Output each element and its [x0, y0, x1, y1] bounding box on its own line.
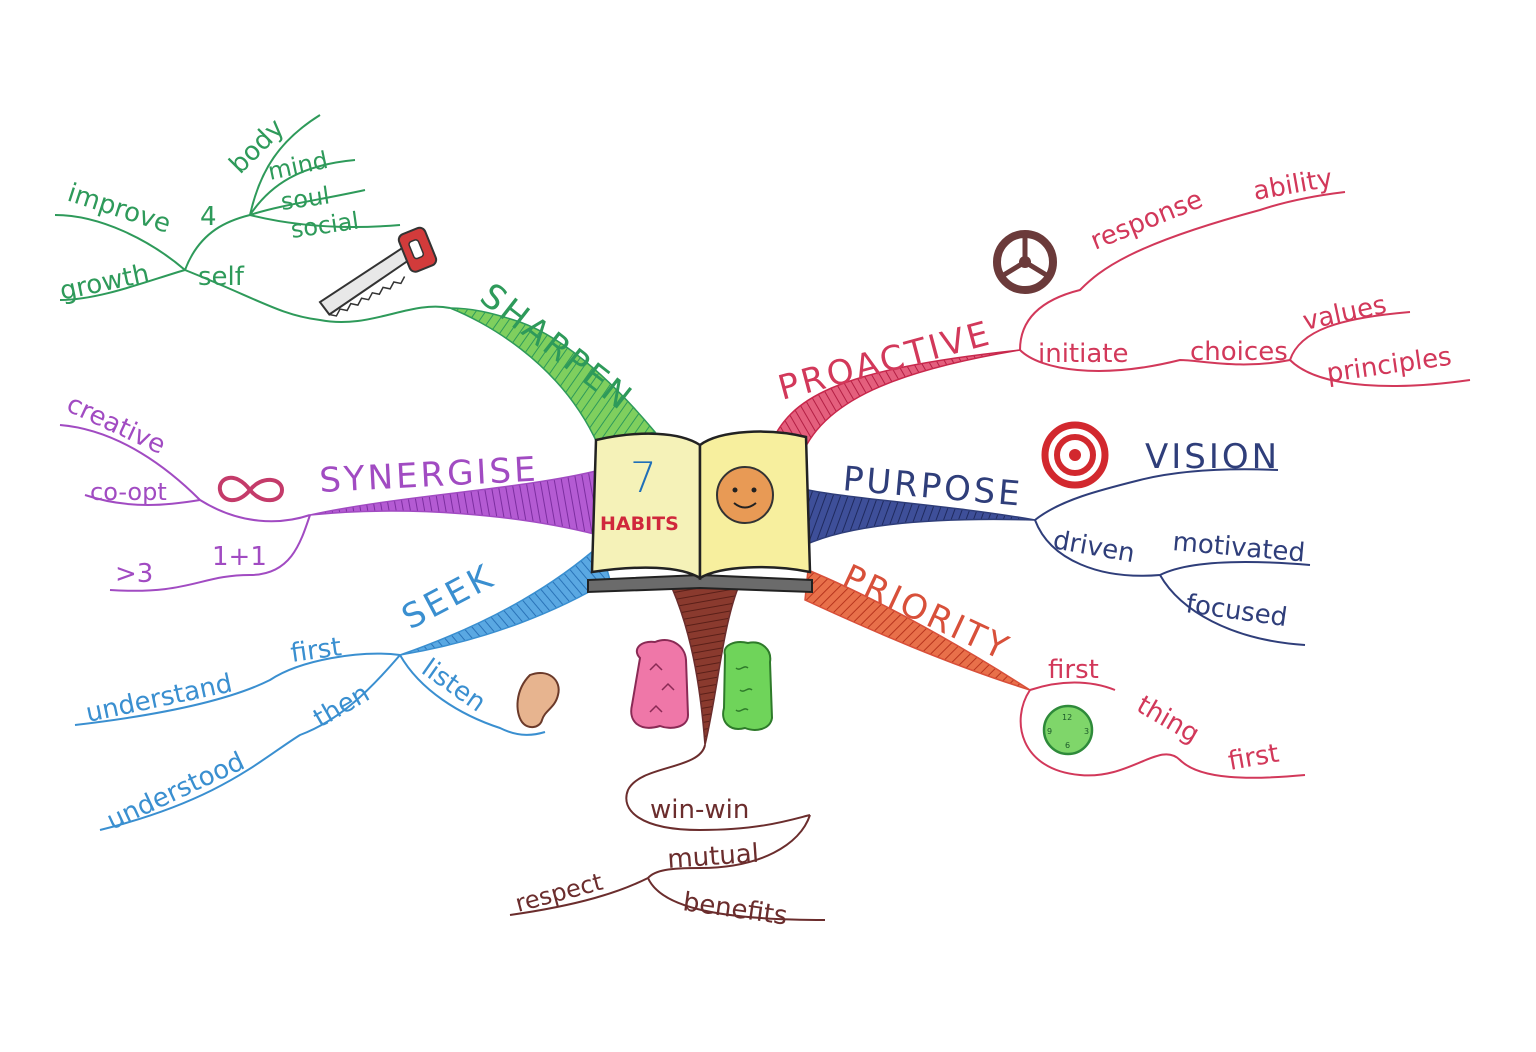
seek-lines	[74, 652, 546, 831]
winwin-benefits: benefits	[681, 887, 789, 931]
winwin-title: win-win	[650, 795, 749, 825]
seek-understood: understood	[102, 747, 249, 837]
svg-text:12: 12	[1062, 713, 1072, 722]
proactive-ability: ability	[1251, 164, 1335, 207]
saw-icon	[318, 226, 438, 317]
svg-text:3: 3	[1084, 727, 1089, 736]
ear-icon	[516, 672, 560, 728]
proactive-principles: principles	[1325, 342, 1454, 389]
brain-left-icon	[630, 639, 690, 729]
sharpen-branch	[449, 307, 657, 446]
sharpen-self: self	[198, 262, 245, 292]
clock-icon: 12 9 3 6	[1042, 704, 1094, 756]
synergise-lines	[59, 424, 311, 592]
purpose-branch	[804, 489, 1036, 547]
winwin-mutual: mutual	[666, 839, 760, 875]
svg-text:6: 6	[1065, 741, 1070, 750]
synergise-oneplusone: 1+1	[212, 542, 267, 572]
priority-thing: thing	[1132, 690, 1205, 749]
infinity-icon	[217, 476, 285, 503]
winwin-respect: respect	[512, 868, 605, 918]
sharpen-title: SHARPEN	[472, 276, 640, 420]
sharpen-lines	[54, 114, 451, 324]
priority-lines	[1019, 681, 1306, 779]
center-label: HABITS	[600, 513, 679, 535]
book-icon	[587, 430, 813, 594]
synergise-gt3: >3	[115, 559, 153, 589]
proactive-choices: choices	[1190, 337, 1288, 367]
winwin-lines	[509, 744, 826, 921]
seek-then: then	[309, 679, 375, 735]
smiley-face-icon	[716, 466, 774, 524]
winwin-branch	[670, 587, 740, 746]
sharpen-mind: mind	[265, 146, 330, 186]
purpose-motivated: motivated	[1171, 527, 1306, 568]
synergise-creative: creative	[62, 389, 170, 461]
synergise-coopt: co-opt	[90, 478, 167, 506]
target-icon	[1041, 421, 1109, 489]
priority-first2: first	[1226, 739, 1281, 777]
steering-wheel-icon	[993, 230, 1057, 294]
proactive-response: response	[1086, 184, 1207, 256]
svg-text:9: 9	[1047, 727, 1052, 736]
purpose-vision: VISION	[1145, 437, 1280, 477]
proactive-values: values	[1300, 290, 1389, 337]
synergise-branch	[309, 469, 601, 536]
proactive-lines	[1019, 191, 1471, 387]
purpose-lines	[1034, 468, 1311, 646]
seek-listen: listen	[416, 653, 491, 718]
purpose-driven: driven	[1051, 525, 1137, 569]
priority-first: first	[1048, 655, 1099, 685]
center-number: 7	[630, 453, 657, 502]
sharpen-four: 4	[200, 202, 217, 232]
seek-understand: understand	[83, 669, 235, 729]
proactive-initiate: initiate	[1038, 339, 1128, 369]
sharpen-improve: improve	[64, 178, 175, 239]
seek-first: first	[289, 632, 343, 669]
purpose-focused: focused	[1184, 589, 1289, 633]
brain-right-icon	[722, 641, 774, 731]
sharpen-growth: growth	[57, 259, 152, 307]
sharpen-soul: soul	[279, 181, 331, 216]
